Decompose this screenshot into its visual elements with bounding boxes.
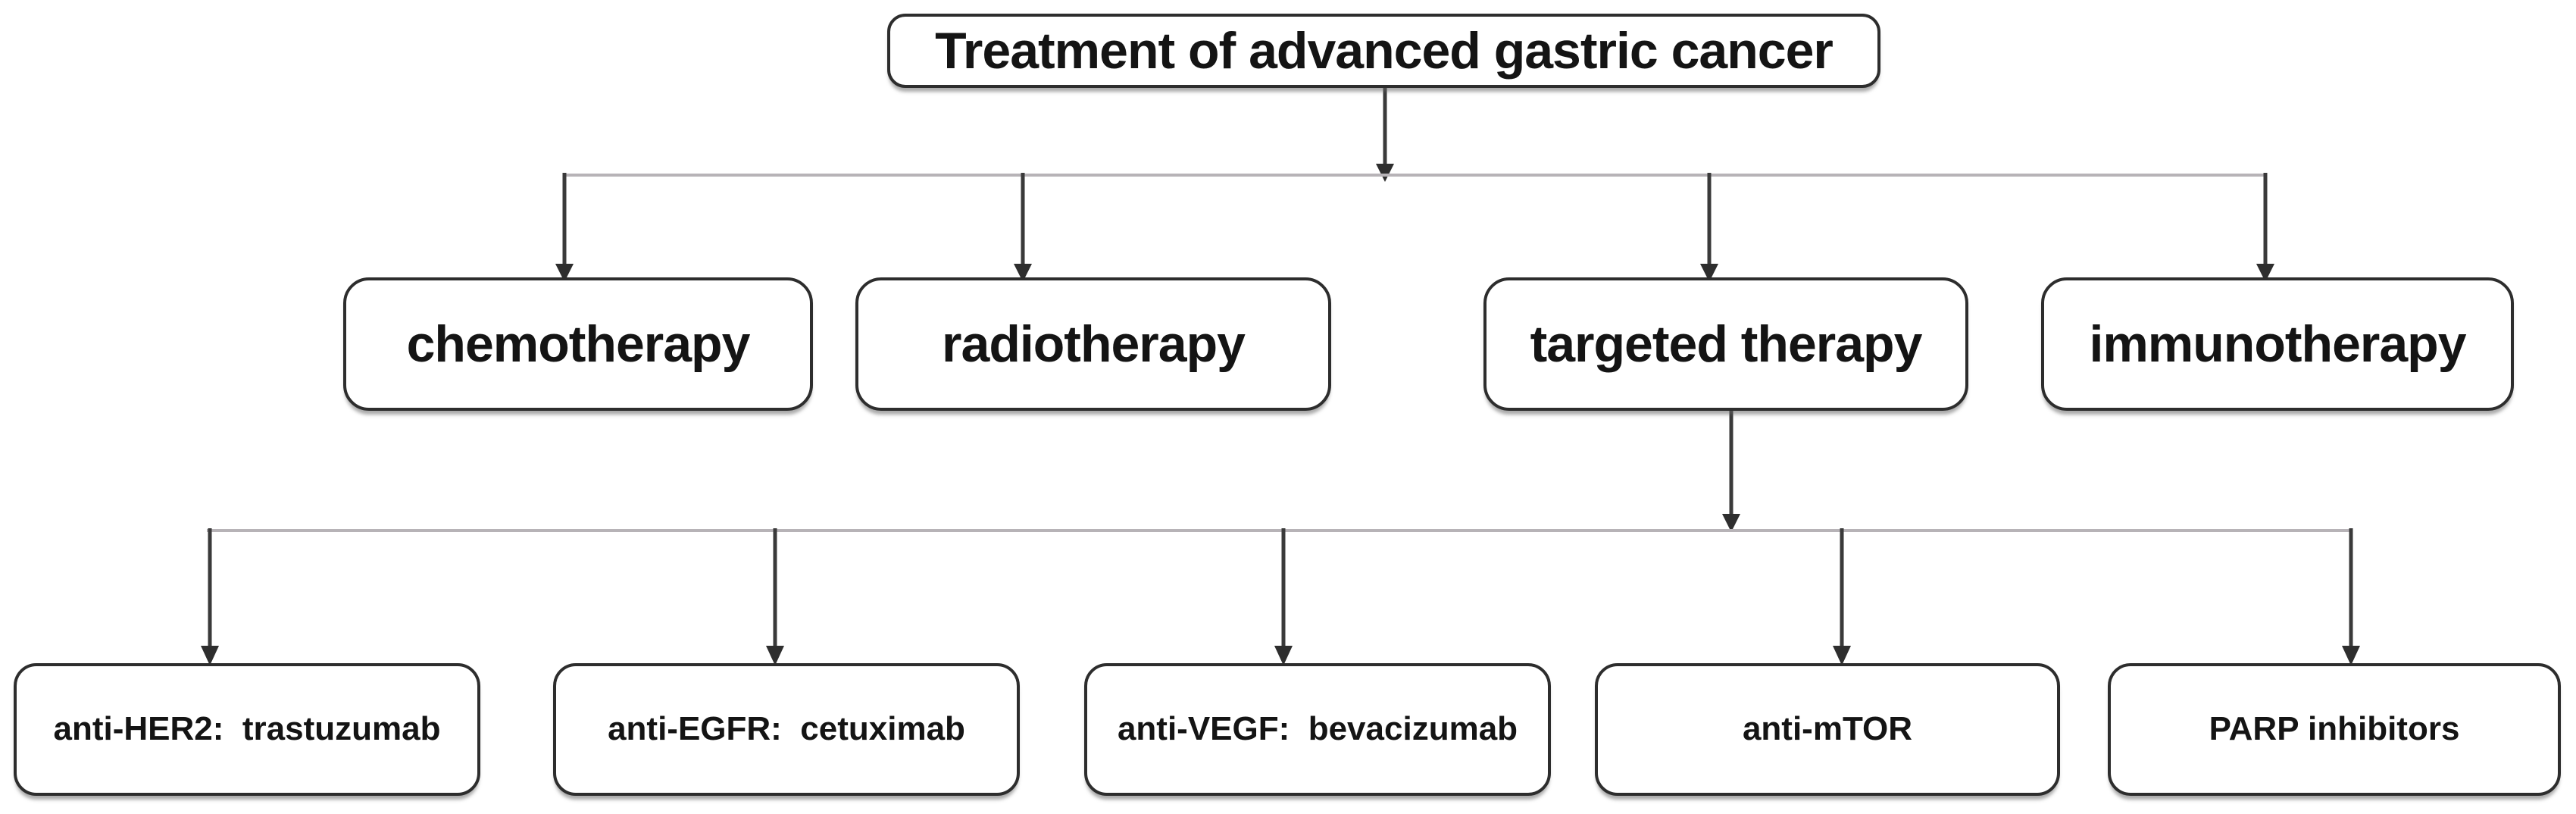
node-label: anti-EGFR: cetuximab [608, 710, 965, 748]
arrowhead-anti-mtor [1833, 646, 1851, 665]
arrowhead-parp-inhibitors [2342, 646, 2360, 665]
arrowhead-chemotherapy [555, 264, 574, 282]
node-label: chemotherapy [406, 315, 751, 373]
node-immunotherapy: immunotherapy [2041, 277, 2514, 411]
arrowhead-radiotherapy [1014, 264, 1032, 282]
node-anti-mtor: anti-mTOR [1595, 663, 2060, 796]
node-parp-inhibitors: PARP inhibitors [2108, 663, 2561, 796]
arrowhead-root-trunk [1376, 164, 1394, 182]
node-targeted-therapy: targeted therapy [1483, 277, 1968, 411]
node-label: PARP inhibitors [2209, 710, 2460, 748]
node-label: Treatment of advanced gastric cancer [935, 21, 1834, 80]
node-anti-egfr-cetuximab: anti-EGFR: cetuximab [553, 663, 1020, 796]
node-anti-her2-trastuzumab: anti-HER2: trastuzumab [14, 663, 480, 796]
node-label: targeted therapy [1530, 315, 1923, 373]
arrowhead-targeted-therapy [1700, 264, 1718, 282]
node-radiotherapy: radiotherapy [855, 277, 1331, 411]
node-label: anti-mTOR [1742, 710, 1913, 748]
node-label: anti-VEGF: bevacizumab [1117, 710, 1518, 748]
arrowhead-anti-her2 [201, 646, 219, 665]
arrowhead-targeted-trunk [1722, 514, 1740, 532]
node-anti-vegf-bevacizumab: anti-VEGF: bevacizumab [1084, 663, 1551, 796]
node-label: radiotherapy [942, 315, 1246, 373]
node-label: immunotherapy [2089, 315, 2466, 373]
node-chemotherapy: chemotherapy [343, 277, 813, 411]
arrowhead-anti-vegf [1274, 646, 1293, 665]
arrowhead-immunotherapy [2256, 264, 2274, 282]
node-label: anti-HER2: trastuzumab [53, 710, 441, 748]
node-treatment-of-advanced-gastric-cancer: Treatment of advanced gastric cancer [887, 14, 1880, 88]
arrowhead-anti-egfr [766, 646, 784, 665]
